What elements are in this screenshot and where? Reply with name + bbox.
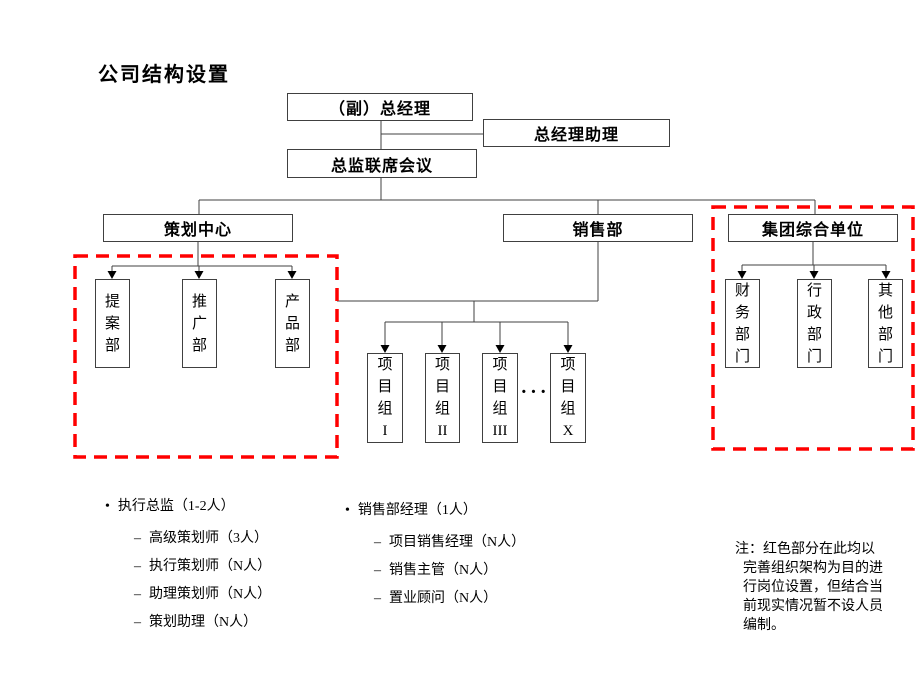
org-box-label: 策划中心 [163,222,232,239]
list-item-label: 置业顾问（N人） [389,591,498,606]
org-box-label: 行 政 部 门 [806,282,822,365]
dash-icon: – [134,615,141,630]
org-box-project-team-2: 项 目 组 II [425,353,460,443]
dash-icon: – [374,563,381,578]
org-box-project-team-x: 项 目 组 X [550,353,586,443]
list-item: – 置业顾问（N人） [374,589,525,609]
org-box-promotion-dept: 推 广 部 [182,279,217,368]
org-box-label: 项 目 组 II [434,357,450,439]
dash-icon: – [134,559,141,574]
list-item: – 策划助理（N人） [134,613,271,633]
list-item-label: 助理策划师（N人） [149,587,272,602]
list-item-label: 销售主管（N人） [389,563,498,578]
org-box-label: 销售部 [572,222,624,239]
list-item: – 项目销售经理（N人） [374,533,525,553]
list-header: • 销售部经理（1人） [345,501,525,521]
org-box-label: 财 务 部 门 [734,282,750,365]
org-box-label: 项 目 组 I [377,357,393,439]
org-box-other-dept: 其 他 部 门 [868,279,903,368]
org-box-sales-department: 销售部 [503,214,693,242]
dash-icon: – [374,535,381,550]
org-box-gm-assistant: 总经理助理 [483,119,670,147]
list-item-label: 项目销售经理（N人） [389,535,526,550]
list-header-label: 执行总监（1-2人） [117,499,235,514]
org-box-label: 提 案 部 [104,293,120,354]
org-box-label: 集团综合单位 [761,222,864,239]
ellipsis-dots: ··· [520,381,550,403]
org-box-deputy-general-manager: （副）总经理 [287,93,473,121]
staffing-list-sales: • 销售部经理（1人） – 项目销售经理（N人） – 销售主管（N人） – 置业… [345,501,525,617]
org-box-label: 项 目 组 III [492,357,508,439]
org-box-proposal-dept: 提 案 部 [95,279,130,368]
org-box-group-comprehensive-unit: 集团综合单位 [728,214,898,242]
bullet-icon: • [105,499,110,514]
dash-icon: – [374,591,381,606]
bullet-icon: • [345,503,350,518]
org-box-label: 产 品 部 [284,293,300,354]
org-box-administration-dept: 行 政 部 门 [797,279,832,368]
red-dashed-frame-planning [73,254,339,459]
org-box-planning-center: 策划中心 [103,214,293,242]
org-box-finance-dept: 财 务 部 门 [725,279,760,368]
list-header-label: 销售部经理（1人） [357,503,477,518]
org-box-project-team-1: 项 目 组 I [367,353,403,443]
connector-lines [111,121,887,346]
list-item: – 销售主管（N人） [374,561,525,581]
org-box-label: 总经理助理 [533,127,619,144]
page-title: 公司结构设置 [98,64,230,86]
list-header: • 执行总监（1-2人） [105,497,271,517]
list-item: – 助理策划师（N人） [134,585,271,605]
list-item: – 高级策划师（3人） [134,529,271,549]
footnote: 注：红色部分在此均以 完善组织架构为目的进 行岗位设置，但结合当 前现实情况暂不… [735,542,883,633]
org-box-label: （副）总经理 [328,101,431,118]
dash-icon: – [134,587,141,602]
list-item-label: 策划助理（N人） [149,615,258,630]
org-box-label: 项 目 组 X [560,357,576,439]
org-box-label: 推 广 部 [191,293,207,354]
org-box-project-team-3: 项 目 组 III [482,353,518,443]
dash-icon: – [134,531,141,546]
red-dashed-frame-group [711,205,915,451]
org-box-product-dept: 产 品 部 [275,279,310,368]
staffing-list-planning: • 执行总监（1-2人） – 高级策划师（3人） – 执行策划师（N人） – 助… [105,497,271,641]
list-item-label: 高级策划师（3人） [149,531,268,546]
org-box-label: 总监联席会议 [330,157,433,175]
org-box-label: 其 他 部 门 [877,282,893,365]
arrowhead-icons [107,271,891,353]
list-item: – 执行策划师（N人） [134,557,271,577]
org-box-directors-joint-council: 总监联席会议 [287,149,477,178]
list-item-label: 执行策划师（N人） [149,559,272,574]
